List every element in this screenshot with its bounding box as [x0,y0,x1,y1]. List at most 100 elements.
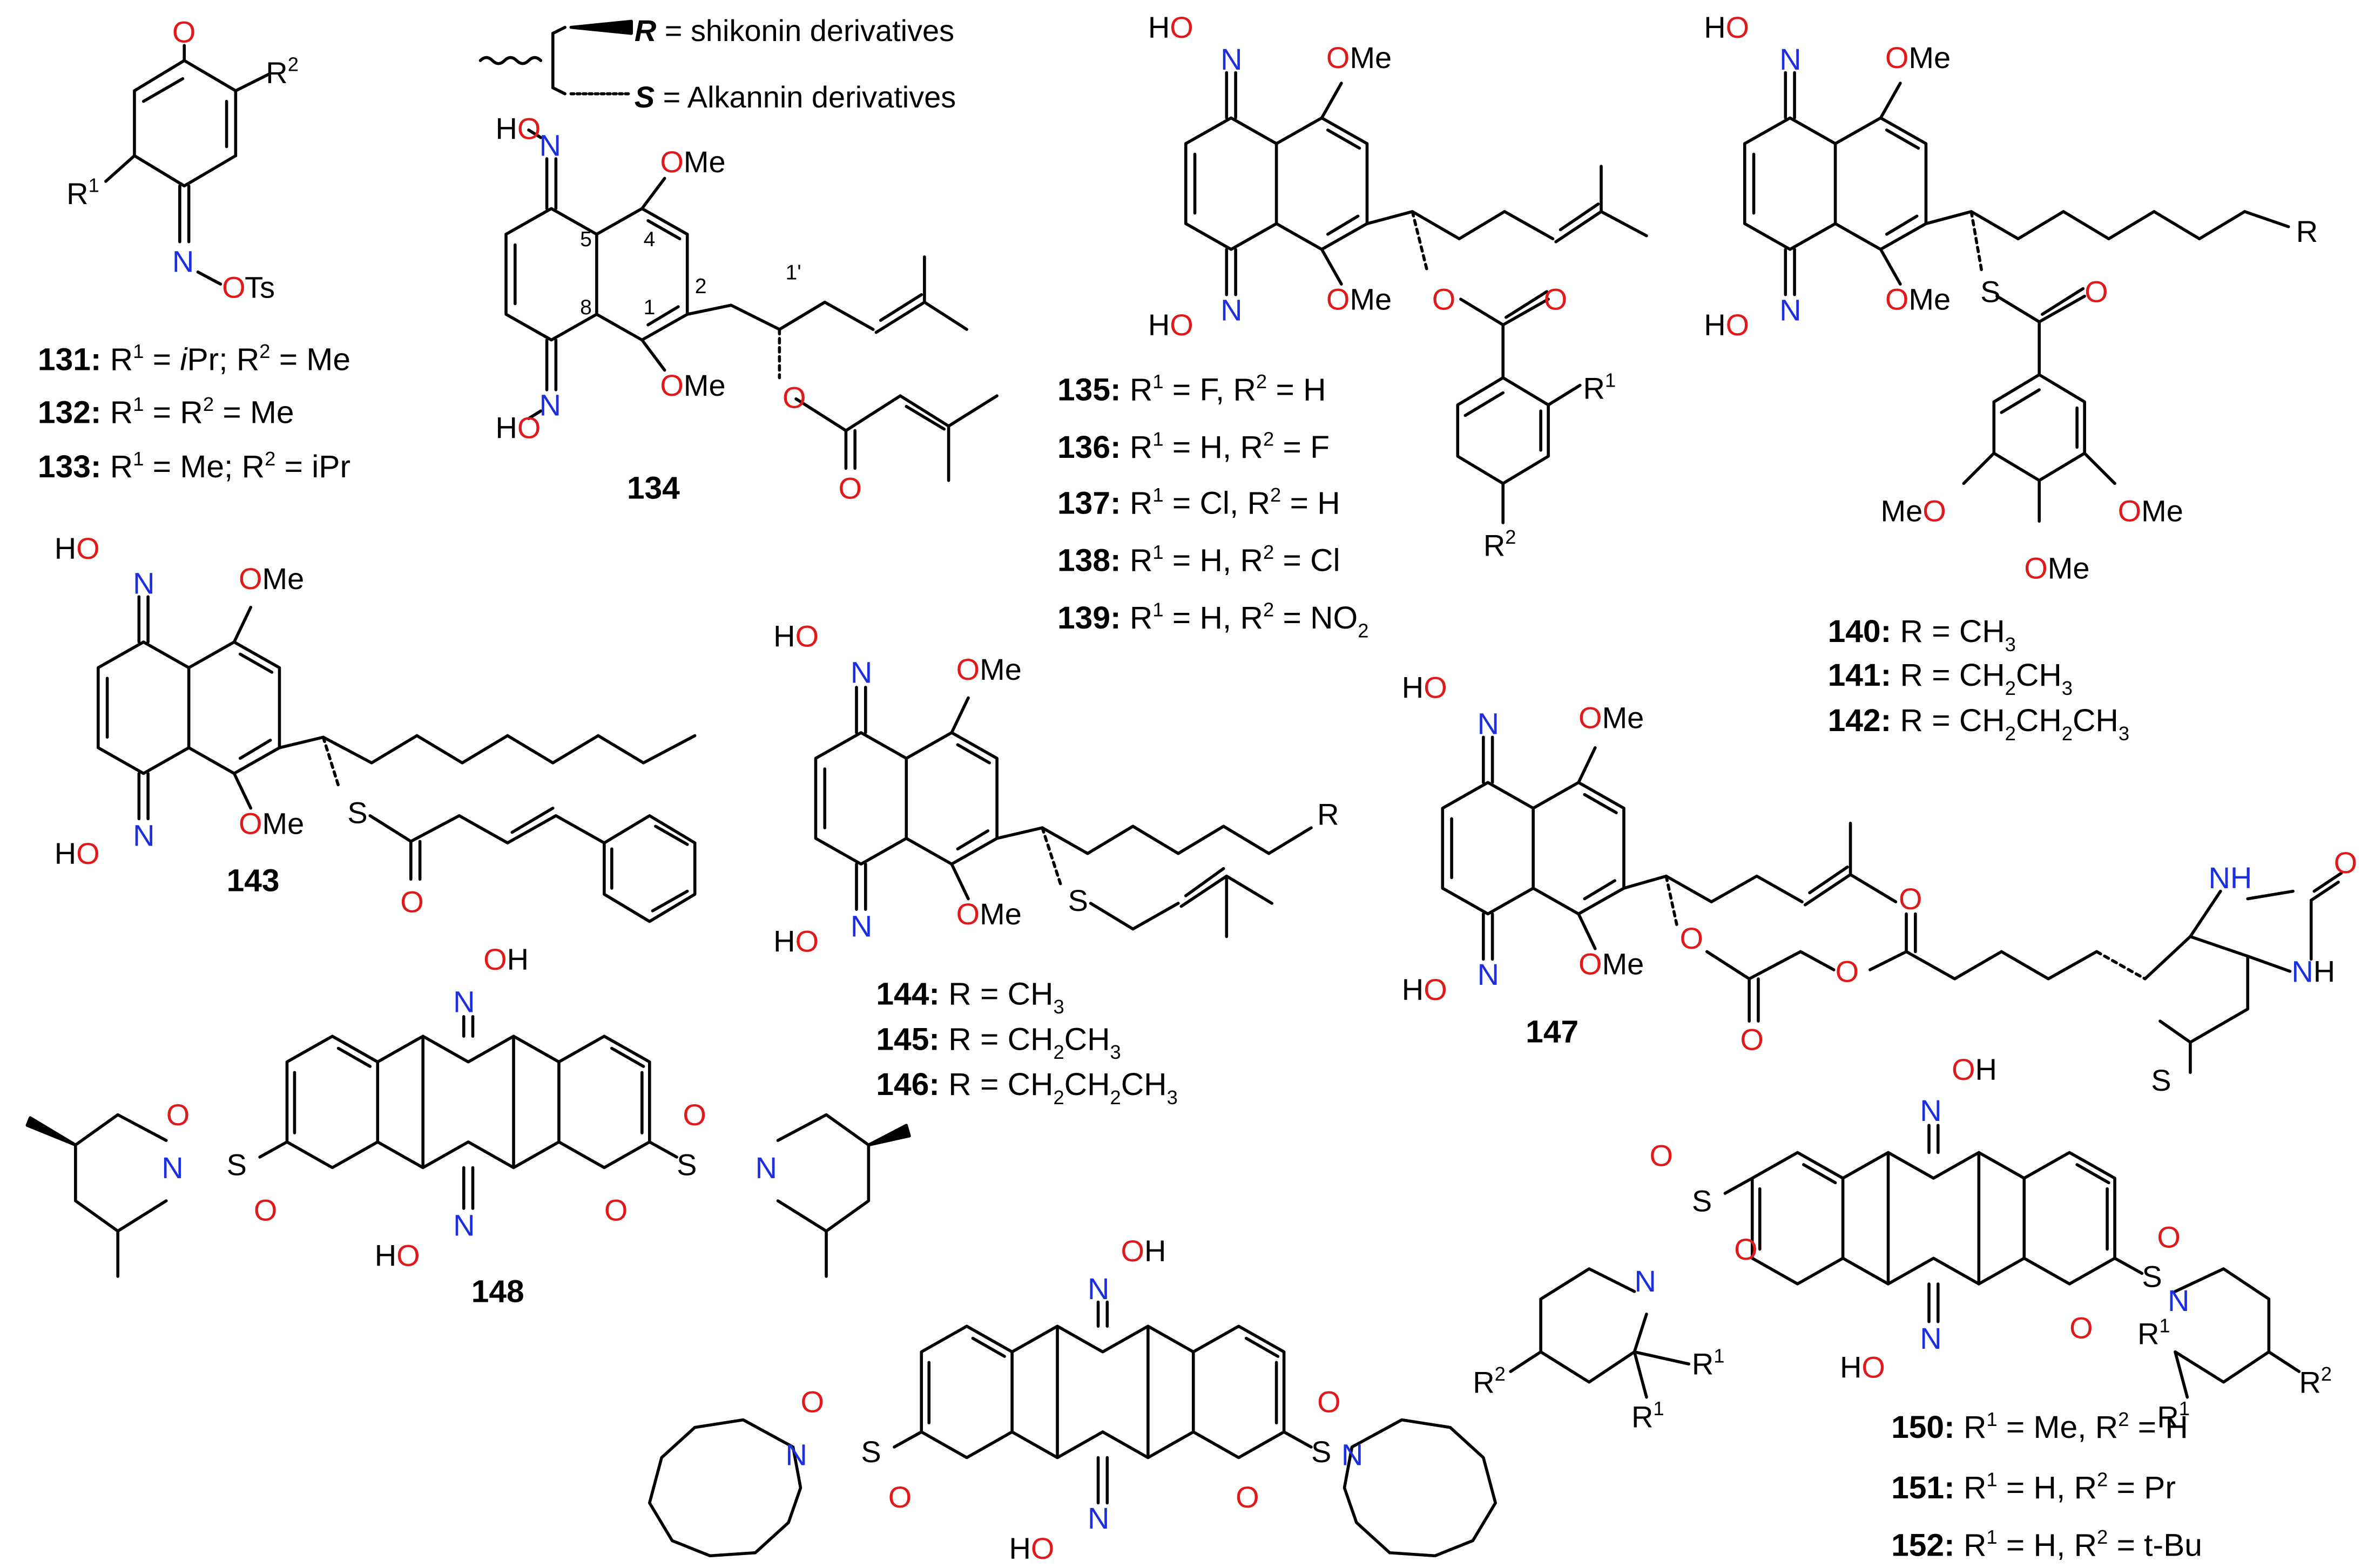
structure-140-skeleton [1743,71,2290,523]
atom-o-left2-149: O [888,1480,912,1514]
atom-n-bot-135: N [1220,293,1242,327]
structure-149-skeleton [647,1300,1497,1558]
structure-135-skeleton [1184,71,1648,524]
atom-ho-bot-149: HO [1009,1531,1055,1565]
atom-nh-upper-147: NH [2208,861,2252,895]
atom-s-left-148: S [227,1147,247,1181]
structure-148-skeleton [25,1015,911,1278]
caption-140: 140: R = CH3 [1828,614,2016,655]
atom-o-ester1-147: O [1679,921,1703,955]
atom-oh-top-148: OH [483,942,529,976]
structure-144-skeleton [814,686,1313,938]
caption-136: 136: R1 = H, R2 = F [1057,428,1330,464]
atom-o-left2-148: O [254,1193,278,1227]
atom-ome-top-147: OMe [1579,701,1644,735]
atom-ome-right-140: OMe [2118,494,2183,528]
atom-ho-bot-140: HO [1704,308,1749,342]
atom-ho-bot-150: HO [1840,1350,1885,1384]
atom-ho-bot-143: HO [55,836,100,870]
atom-ho-bot-134: HO [495,410,541,444]
atom-r1-a-left-150: R1 [1692,1344,1725,1381]
atom-ome-top-140: OMe [1885,40,1951,75]
atom-n-top-147: N [1478,707,1499,741]
atom-s-left-150: S [1692,1184,1712,1218]
atom-ho-bot-147: HO [1402,972,1447,1006]
atom-n-top-135: N [1220,42,1242,76]
atom-n-top-148: N [453,984,475,1018]
atom-o-ots-131: O [222,270,246,304]
group-ts-131: Ts [245,270,275,304]
atom-r2-right-150: R2 [2299,1363,2332,1399]
atom-n-top-140: N [1779,42,1801,76]
structure-143-skeleton [97,595,697,923]
caption-138: 138: R1 = H, R2 = Cl [1057,541,1340,578]
structure-147-skeleton [1441,735,2343,1074]
atom-o-carbonyl-135: O [1544,282,1568,316]
atom-s-right-149: S [1311,1435,1331,1469]
atom-s-140: S [1980,275,2000,309]
caption-134: 134 [627,470,680,505]
atom-r1-135: R1 [1583,369,1616,405]
structure-134-skeleton [478,19,999,482]
atom-o-thioester-140: O [2085,275,2108,309]
locant-1prime: 1' [786,261,801,285]
atom-r1-b-right-150: R1 [2157,1397,2190,1434]
caption-145: 145: R = CH2CH3 [876,1022,1121,1063]
atom-n-top-144: N [851,655,872,690]
atom-o-ester2-147: O [1836,954,1859,988]
atom-o-right2-149: O [1236,1480,1259,1514]
atom-ome-bot-134: OMe [660,368,725,402]
atom-r1-b-left-150: R1 [1631,1397,1664,1434]
atom-o-131: O [172,15,196,49]
caption-152: 152: R1 = H, R2 = t-Bu [1891,1526,2202,1563]
compound-captions: 131: R1 = iPr; R2 = Me 132: R1 = R2 = Me… [38,340,2202,1563]
caption-146: 146: R = CH2CH2CH3 [876,1067,1177,1109]
caption-151: 151: R1 = H, R2 = Pr [1891,1469,2176,1505]
atom-ome-bot-135: OMe [1326,282,1392,316]
atom-ho-top-140: HO [1704,10,1749,44]
atom-o-left1-150: O [1650,1139,1674,1173]
atom-ome-bot-140: OMe [1885,282,1951,316]
atom-r-144: R [1317,797,1339,832]
atom-n-bot-144: N [851,909,872,943]
caption-147: 147 [1526,1014,1579,1049]
atom-n-right-150: N [2168,1283,2189,1317]
atom-n-top-143: N [133,566,154,600]
atom-n-left-149: N [786,1438,807,1472]
atom-o-carbonyl2-147: O [1899,882,1922,916]
atom-ho-bot-135: HO [1148,308,1193,342]
atom-r2-135: R2 [1483,526,1516,562]
atom-s-147: S [2151,1063,2171,1097]
atom-s-right-148: S [677,1147,697,1181]
locant-5: 5 [580,228,592,251]
caption-131: 131: R1 = iPr; R2 = Me [38,340,350,377]
structure-131-skeleton [104,44,271,286]
atom-n-top-149: N [1088,1272,1109,1306]
atom-r2-left-150: R2 [1473,1363,1506,1399]
atom-n-top-134: N [539,128,561,162]
atom-ome-para-140: OMe [2024,551,2089,585]
atom-ho-top-135: HO [1148,10,1193,44]
atom-n-bot-147: N [1478,957,1499,991]
bond-lines [25,19,2343,1558]
atom-o-ester-135: O [1432,282,1456,316]
atom-n-bot-148: N [453,1208,475,1242]
atom-oh-top-150: OH [1952,1052,1997,1086]
atom-s-144: S [1068,883,1088,917]
locant-4: 4 [644,228,656,251]
atom-ho-top-147: HO [1402,671,1447,705]
caption-133: 133: R1 = Me; R2 = iPr [38,448,350,484]
atom-ho-bot-144: HO [773,924,819,958]
legend-shikonin: R = shikonin derivatives [635,13,954,48]
atom-ome-top-134: OMe [660,145,725,179]
atom-ome-top-144: OMe [956,652,1022,686]
atom-n-left-150: N [1635,1264,1656,1298]
atom-labels: O R2 R1 N O Ts R = shikonin derivatives … [55,10,2357,1565]
atom-ome-bot-143: OMe [239,806,304,840]
structure-150-skeleton [1509,1124,2301,1399]
atom-ome-bot-147: OMe [1579,947,1644,981]
atom-n-131: N [172,245,194,279]
atom-o-left1-149: O [801,1385,825,1419]
atom-o-ester-134: O [782,381,806,415]
